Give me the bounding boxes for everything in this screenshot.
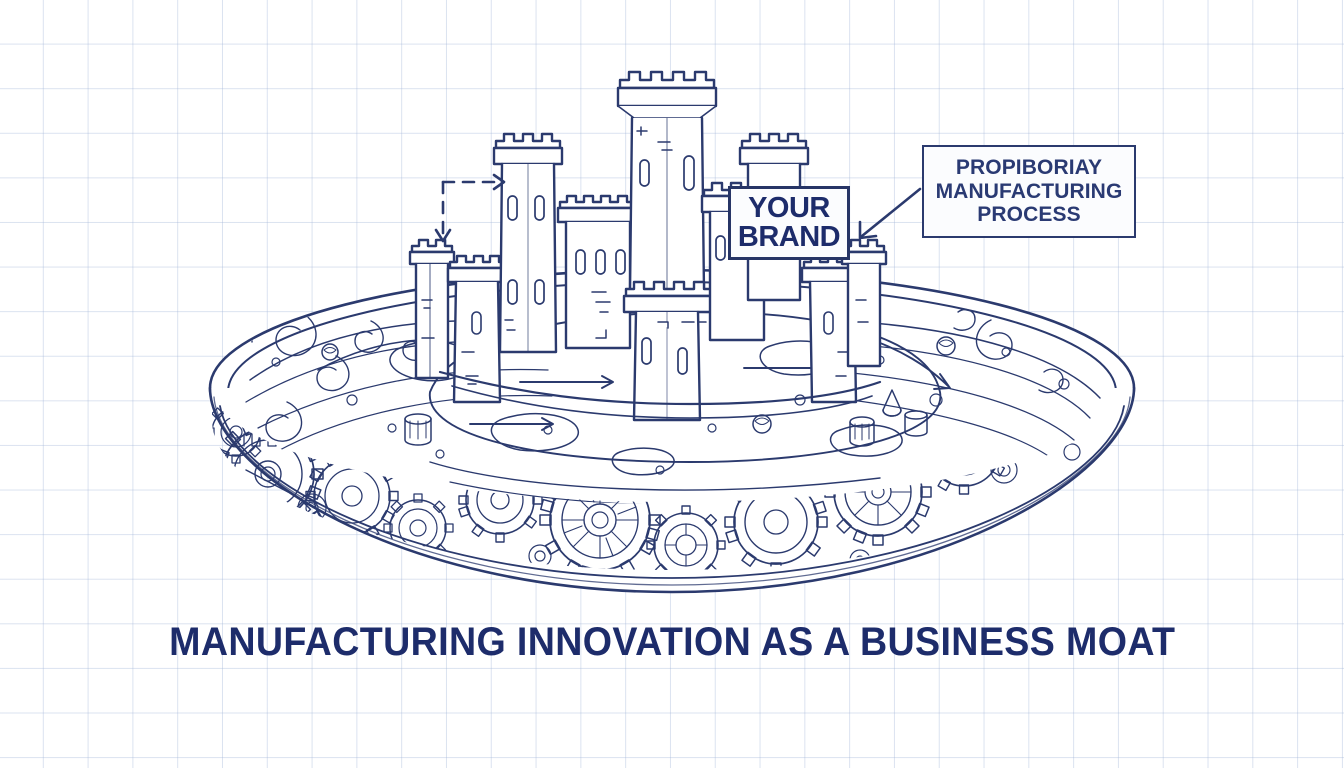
brand-sign-line-1: YOUR — [748, 192, 830, 224]
callout-line-1: PROPIBORIAY — [955, 156, 1103, 180]
callout-leader-arrow — [858, 187, 922, 240]
dashed-elbow-arrow — [441, 180, 500, 240]
brand-sign-line-2: BRAND — [737, 221, 841, 253]
callout-line-2: MANUFACTURING — [935, 179, 1123, 203]
callout-line-3: PROCESS — [977, 203, 1081, 227]
castle — [408, 70, 888, 422]
castle-base-platform — [438, 370, 882, 419]
castle-wall-left — [556, 194, 638, 350]
castle-tower-far-left — [408, 238, 456, 380]
castle-keep-central — [616, 70, 718, 422]
castle-tower-far-right — [840, 238, 888, 368]
your-brand-sign: YOUR BRAND — [728, 186, 850, 260]
castle-tower-left-mid — [446, 254, 510, 404]
castle-tower-left-tall — [492, 132, 564, 354]
dashed-arrowheads — [434, 173, 506, 243]
proprietary-process-callout: PROPIBORIAY MANUFACTURING PROCESS — [922, 145, 1136, 238]
